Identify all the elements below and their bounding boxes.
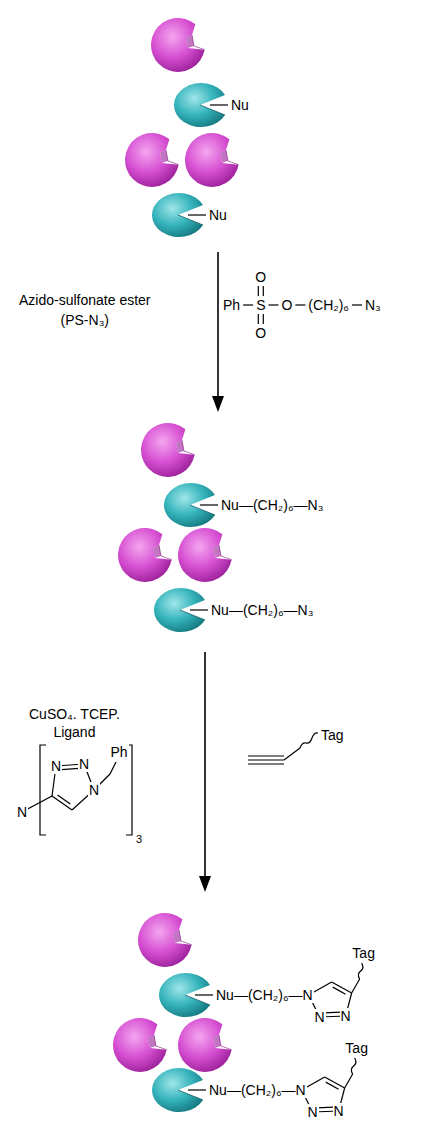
- tag-label: Tag: [320, 727, 345, 743]
- chain-label: (CH₂)₆: [307, 297, 350, 313]
- alkyne-bond: [248, 733, 318, 764]
- atom-label: Ph: [109, 744, 128, 760]
- nucleophile-label: Nu: [208, 207, 228, 223]
- bond-line: [352, 304, 362, 305]
- bond-line: [243, 304, 253, 305]
- bond-line: [324, 1012, 341, 1014]
- atom-label: N: [50, 758, 62, 774]
- ligand-brackets: [40, 745, 132, 835]
- bond-line: [57, 795, 70, 804]
- nucleophile-label: Nu: [230, 97, 250, 113]
- wavy-bond: [351, 1058, 356, 1074]
- atom-label: N₃: [364, 297, 382, 313]
- bond-line: [317, 1107, 334, 1109]
- wavy-bond: [358, 963, 363, 979]
- reagent-abbrev: (PS-N₃): [60, 312, 110, 328]
- bond-line: [333, 987, 346, 994]
- conditions-label: Ligand: [52, 724, 96, 740]
- tag-label: Tag: [344, 1040, 369, 1056]
- bond-line: [352, 979, 360, 993]
- atom-label: N: [78, 756, 90, 772]
- bond-line: [258, 286, 259, 296]
- reaction-arrows: [199, 252, 224, 892]
- atom-label: N: [314, 1009, 326, 1025]
- tag-label: Tag: [351, 945, 376, 961]
- atom-label: Ph: [222, 297, 241, 313]
- atom-label: N: [340, 1008, 352, 1024]
- conjugate-label: Nu—(CH₂)₆—N₃: [210, 602, 314, 618]
- bond-line: [263, 314, 264, 324]
- atom-label: O: [254, 269, 267, 285]
- conjugate-label: Nu—(CH₂)₆—N: [215, 987, 314, 1003]
- bond-line: [61, 768, 79, 769]
- bond-line: [345, 1074, 353, 1088]
- atom-label: N: [307, 1104, 319, 1120]
- bond-line: [326, 1082, 339, 1089]
- bond-line: [295, 304, 305, 305]
- subscript-number: 3: [135, 833, 143, 845]
- bond-line: [258, 314, 259, 324]
- reagent-name: Azido-sulfonate ester: [18, 292, 152, 308]
- proteins-middle: [118, 423, 232, 632]
- atom-label: N: [16, 804, 28, 820]
- atom-label: N: [88, 782, 100, 798]
- proteins-top: [125, 18, 239, 237]
- atom-label: S: [255, 297, 266, 313]
- bond-line: [263, 286, 264, 296]
- conditions-label: CuSO₄. TCEP.: [28, 706, 121, 722]
- conjugate-label: Nu—(CH₂)₆—N: [208, 1082, 307, 1098]
- conjugate-label: Nu—(CH₂)₆—N₃: [220, 497, 324, 513]
- atom-label: O: [280, 297, 293, 313]
- bond-line: [268, 304, 278, 305]
- bond-line: [110, 762, 116, 774]
- atom-label: N: [333, 1103, 345, 1119]
- atom-label: O: [254, 325, 267, 341]
